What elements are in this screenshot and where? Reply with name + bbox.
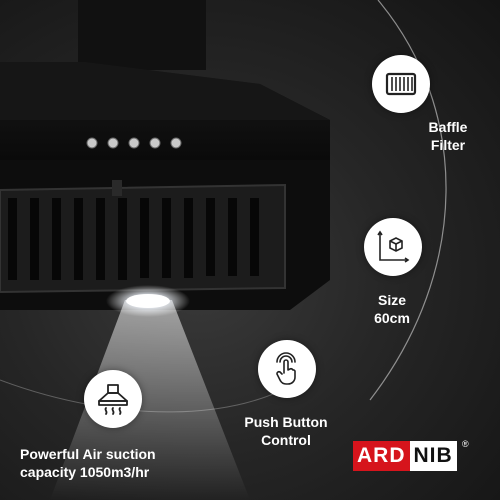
size-label: Size 60cm xyxy=(362,291,422,327)
feature-arc xyxy=(369,0,447,401)
baffle-slats xyxy=(8,198,259,280)
size-line1: Size xyxy=(377,292,406,308)
suction-badge xyxy=(84,370,142,428)
push-button-badge xyxy=(258,340,316,398)
baffle-filter-line1: Baffle xyxy=(428,119,468,135)
cube-dimension-icon xyxy=(377,230,410,263)
push-button-label: Push Button Control xyxy=(230,413,342,449)
light-beam xyxy=(50,300,250,500)
filter-handle xyxy=(112,180,122,196)
chimney-hood-icon xyxy=(98,384,128,415)
baffle-filter-label: Baffle Filter xyxy=(418,118,478,154)
logo-part-white: NIB xyxy=(409,441,457,471)
baffle-filter-icon xyxy=(385,72,417,96)
logo-part-red: ARD xyxy=(353,441,410,471)
registered-mark: ® xyxy=(462,439,469,449)
push-button-line1: Push Button xyxy=(244,414,328,430)
size-line2: 60cm xyxy=(374,310,410,326)
suction-label: Powerful Air suction capacity 1050m3/hr xyxy=(20,445,196,481)
baffle-filter-line2: Filter xyxy=(430,137,466,153)
push-button-line2: Control xyxy=(261,432,311,448)
suction-line1: Powerful Air suction xyxy=(20,446,156,462)
suction-line2: capacity 1050m3/hr xyxy=(20,464,150,480)
touch-hand-icon xyxy=(276,352,296,385)
hood-chimney xyxy=(78,0,206,70)
control-buttons xyxy=(86,137,182,149)
ardnib-logo: ARD NIB ® xyxy=(353,439,469,471)
baffle-filter-badge xyxy=(372,55,430,113)
size-badge xyxy=(364,218,422,276)
